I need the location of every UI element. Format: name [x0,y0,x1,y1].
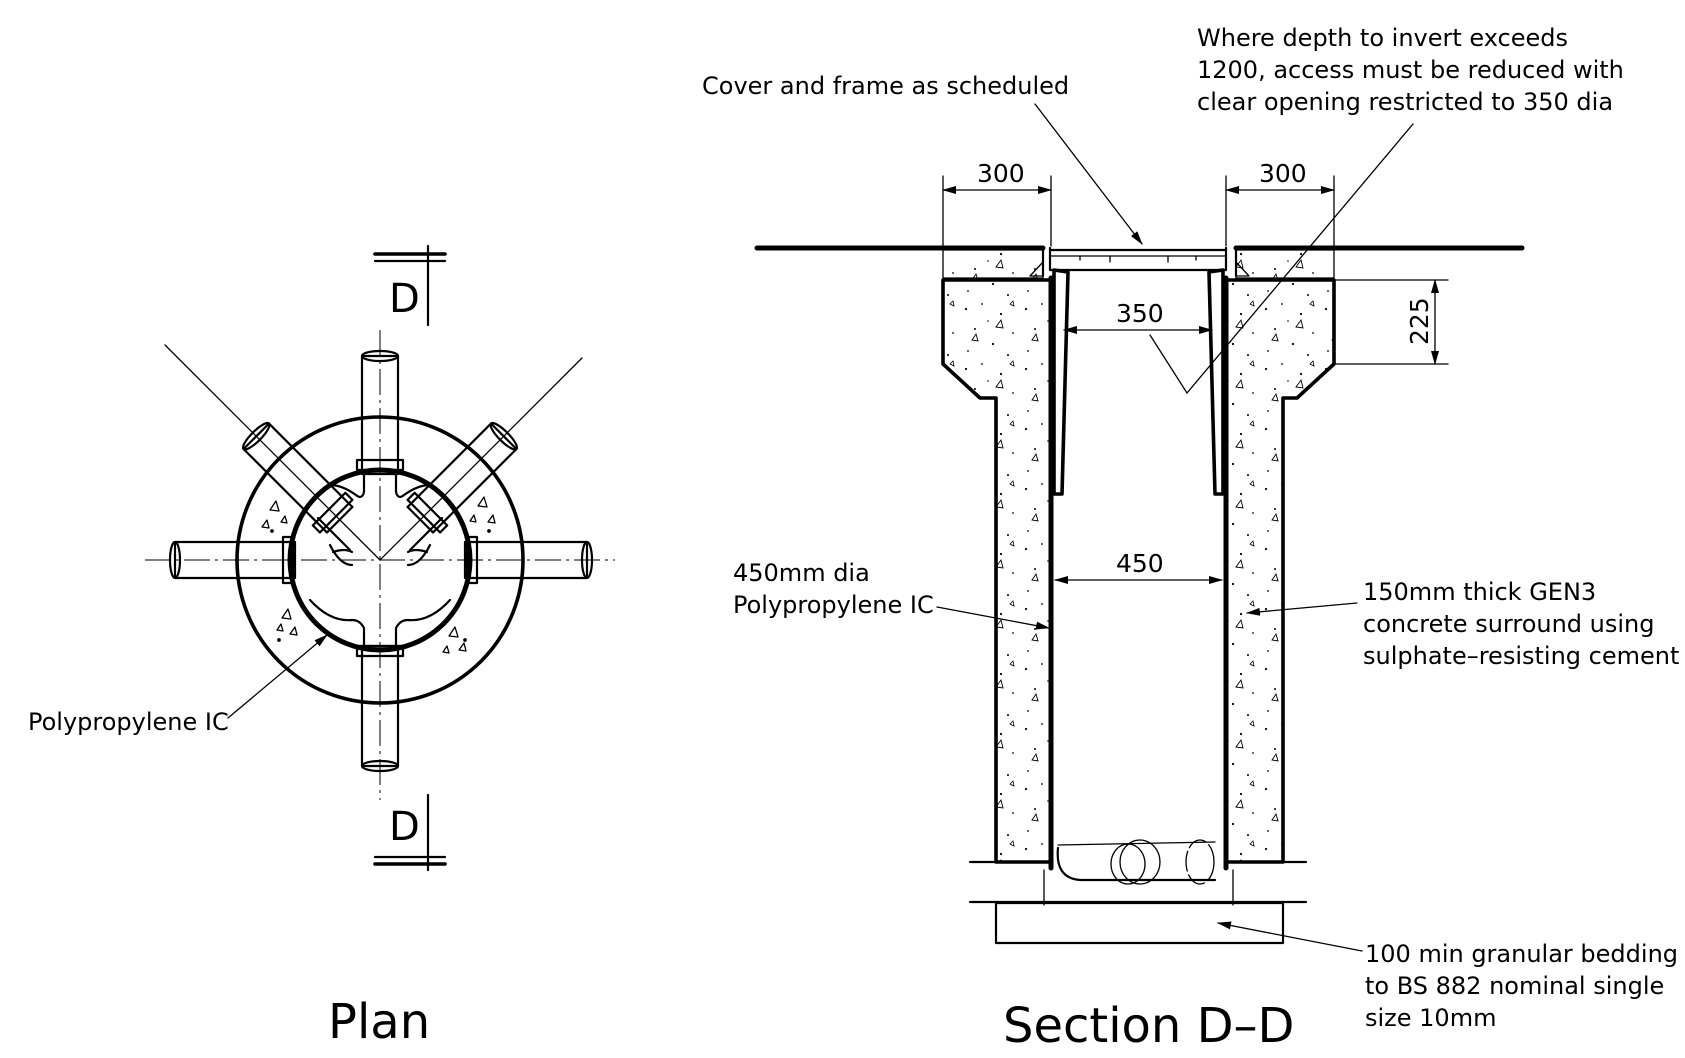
section-title: Section D–D [1003,998,1295,1054]
leader-ic [936,606,1050,630]
dimension-internal-text: 450 [1116,549,1164,578]
plan-pipe-right [463,535,594,585]
dimension-slab-depth-text: 225 [1405,297,1434,345]
dimension-left-slab-text: 300 [977,159,1025,188]
cover-and-frame [1029,246,1250,278]
surface-course-right [1235,249,1335,279]
dimension-internal: 450 [1054,549,1223,584]
note-ic-line-1: 450mm dia [733,559,870,587]
note-ic-line-2: Polypropylene IC [733,591,934,619]
note-surround-line-2: concrete surround using [1363,610,1655,638]
note-cover: Cover and frame as scheduled [702,72,1069,100]
plan-pipe-bottom [355,644,405,773]
dimension-right-slab: 300 [1225,159,1335,247]
plan-aggregate-marks [261,496,496,654]
plan-section-marker-top: D [373,244,447,327]
note-bedding-line-3: size 10mm [1365,1004,1496,1032]
section-view: 300 300 350 225 450 [702,24,1679,1054]
concrete-surround-left [941,278,1053,864]
dimension-opening: 350 [1063,299,1213,334]
plan-concrete-surround [235,415,525,705]
plan-title: Plan [328,994,430,1050]
leader-cover [1034,103,1143,245]
reducer-right [1207,268,1225,496]
plan-view: D D Polypropylene IC Plan [28,244,615,1050]
plan-polypropylene-leader [227,634,328,719]
dimension-opening-text: 350 [1116,299,1164,328]
leader-depth-note-branch [1149,334,1188,394]
note-bedding-line-1: 100 min granular bedding [1365,940,1678,968]
plan-pipe-left [168,535,297,585]
plan-diagonal-line-left [164,344,381,561]
note-depth-line-2: 1200, access must be reduced with [1197,56,1624,84]
plan-section-label-top: D [389,276,420,322]
dimension-right-slab-text: 300 [1259,159,1307,188]
surface-course-left [942,249,1044,279]
dimension-slab-depth: 225 [1335,279,1449,365]
concrete-surround-right [1224,278,1336,864]
note-bedding-line-2: to BS 882 nominal single [1365,972,1664,1000]
dimension-left-slab: 300 [942,159,1052,247]
granular-bedding [994,901,1285,945]
reducer-left [1052,268,1070,496]
leader-depth-note [1186,123,1414,394]
leader-bedding [1217,921,1363,952]
plan-benching-channels [308,472,452,648]
plan-polypropylene-label: Polypropylene IC [28,708,229,736]
leader-surround [1246,602,1358,616]
plan-polypropylene-chamber [287,467,473,653]
note-surround-line-3: sulphate–resisting cement [1363,642,1679,670]
plan-section-label-bottom: D [389,804,420,850]
note-depth-line-3: clear opening restricted to 350 dia [1197,88,1613,116]
plan-section-marker-bottom: D [373,793,447,872]
plan-diagonal-line-right [379,357,583,561]
note-surround-line-1: 150mm thick GEN3 [1363,578,1596,606]
note-depth-line-1: Where depth to invert exceeds [1197,24,1568,52]
